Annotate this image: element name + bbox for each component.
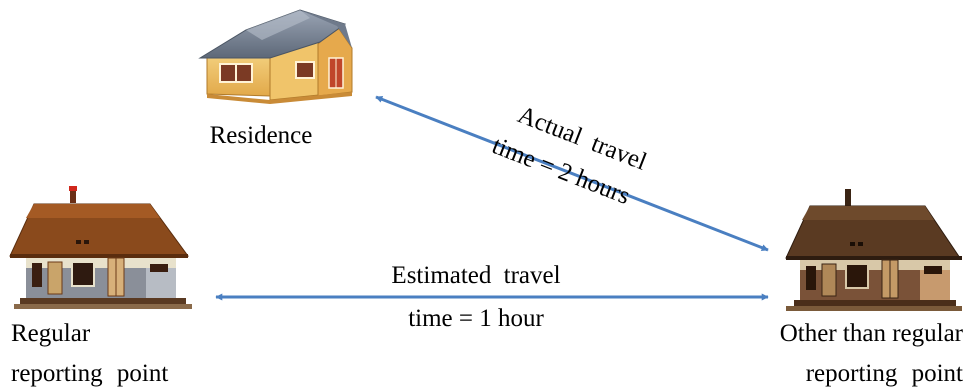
estimated-travel-label-line2: time = 1 hour [408,305,544,332]
regular-point-label-line2: reporting point [11,360,168,387]
station-building-icon-other [785,189,962,311]
actual-travel-arrow [375,95,769,252]
estimated-travel-label-line1: Estimated travel [391,262,560,289]
other-point-label-line1: Other than regular [780,320,964,347]
other-point-label-line2: reporting point [806,360,963,387]
house-icon [198,9,353,104]
station-building-icon-regular [9,186,192,309]
regular-point-label-line1: Regular [11,320,91,347]
residence-label: Residence [210,122,313,149]
